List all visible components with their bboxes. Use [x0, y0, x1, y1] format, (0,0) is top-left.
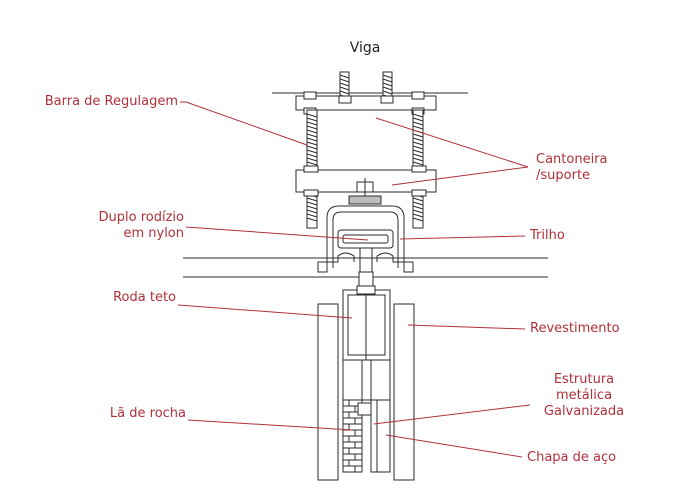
label-la-de-rocha: Lã de rocha: [109, 406, 186, 421]
leader-trilho: [399, 235, 526, 240]
leader-cantoneira-top: [375, 117, 529, 168]
nut-mid-4: [411, 189, 427, 197]
leader-barra: [180, 101, 308, 146]
nut-mid-1: [303, 165, 319, 173]
label-estrutura: Estrutura metálica Galvanizada: [530, 372, 638, 420]
label-roda-teto: Roda teto: [113, 290, 176, 305]
label-duplo-rodizio: Duplo rodízio em nylon: [40, 210, 184, 242]
metal-structure: [342, 359, 391, 401]
title-viga: Viga: [349, 40, 381, 56]
leader-chapa: [385, 434, 523, 458]
steel-sheet: [370, 399, 378, 473]
label-duplo-line1: Duplo rodízio: [98, 210, 184, 225]
label-cantoneira-line2: /suporte: [536, 168, 591, 183]
leader-revestimento: [407, 324, 526, 330]
nut-top-4: [380, 95, 394, 104]
nut-mid-3: [303, 189, 319, 197]
label-chapa-de-aco: Chapa de aço: [527, 450, 617, 465]
nut-top-1: [303, 91, 317, 100]
track-cap: [348, 195, 382, 205]
label-duplo-line2: em nylon: [123, 226, 184, 241]
label-estrutura-line3: Galvanizada: [543, 404, 625, 419]
leader-duplo: [185, 226, 369, 241]
label-cantoneira-line1: Cantoneira: [536, 152, 608, 167]
label-estrutura-line1: Estrutura: [553, 372, 615, 387]
nut-mid-2: [411, 165, 427, 173]
cladding-right: [393, 303, 415, 481]
leader-roda: [177, 304, 353, 319]
leader-cantoneira-bottom: [391, 166, 529, 186]
label-estrutura-line2: metálica: [555, 388, 613, 403]
leader-la: [187, 419, 353, 431]
label-barra-regulagem: Barra de Regulagem: [44, 94, 178, 109]
nut-top-3: [338, 95, 352, 104]
label-trilho: Trilho: [530, 228, 565, 243]
nut-top-2: [411, 91, 425, 100]
top-bracket: [295, 95, 437, 111]
label-revestimento: Revestimento: [530, 321, 620, 336]
label-cantoneira: Cantoneira /suporte: [536, 152, 608, 184]
leader-estrutura: [373, 404, 531, 425]
cladding-left: [317, 303, 339, 481]
